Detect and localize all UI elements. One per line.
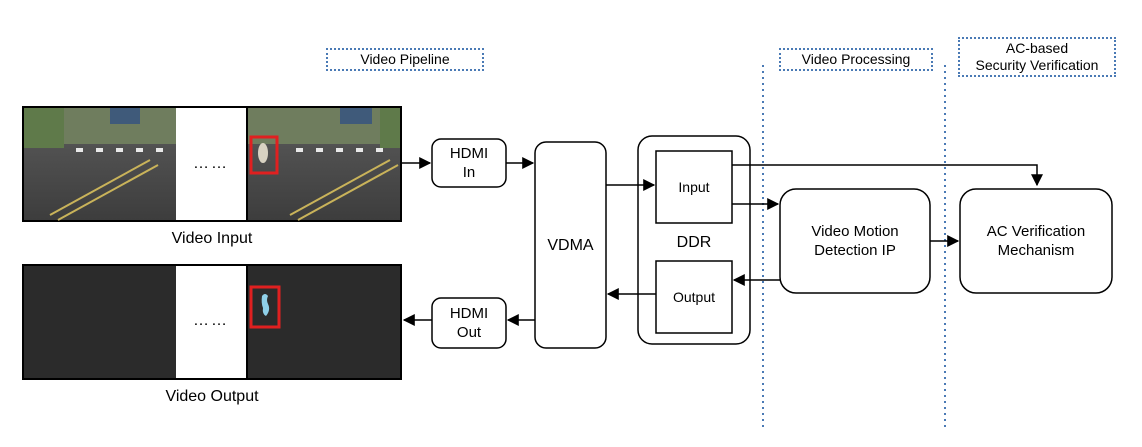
vmd-label-line1: Video Motion (811, 223, 899, 240)
section-title-ac-line1: AC-based (1005, 40, 1069, 56)
hdmi-in-label: HDMI In (432, 139, 506, 187)
video-output-frames (22, 264, 402, 380)
detected-object-mask (261, 294, 270, 316)
hdmi-out-label: HDMI Out (432, 298, 506, 348)
vmd-label: Video Motion Detection IP (780, 189, 930, 293)
input-frame-first (24, 108, 176, 221)
hdmi-out-block (431, 297, 507, 349)
section-title-video-pipeline: Video Pipeline (326, 48, 484, 71)
input-highlight-box (249, 135, 279, 175)
vdma-block (534, 141, 607, 349)
input-frame-last (248, 108, 400, 221)
ac-label-line1: AC Verification (986, 223, 1086, 240)
output-highlight-box (249, 285, 281, 329)
hdmi-in-label-line1: HDMI (449, 145, 489, 162)
video-output-caption: Video Output (165, 388, 259, 405)
ddr-label: DDR (676, 233, 712, 251)
section-title-video-processing: Video Processing (779, 48, 933, 71)
output-ellipsis: …… (193, 312, 229, 329)
hdmi-out-label-line2: Out (456, 324, 482, 341)
input-ellipsis: …… (193, 155, 229, 172)
video-input-caption: Video Input (171, 230, 253, 247)
ddr-input-buffer (655, 150, 733, 224)
hdmi-out-label-line1: HDMI (449, 305, 489, 322)
ac-label: AC Verification Mechanism (960, 189, 1112, 293)
hdmi-in-label-line2: In (462, 164, 476, 181)
ddr-input-label: Input (678, 178, 710, 195)
section-title-ac-security: AC-based Security Verification (958, 37, 1116, 77)
ac-verification-block (959, 188, 1113, 294)
arrow-ddr-input-to-ac (732, 164, 1043, 187)
vdma-label: VDMA (547, 236, 594, 254)
video-input-frames (22, 106, 402, 222)
ac-label-line2: Mechanism (997, 242, 1075, 259)
ddr-output-label: Output (672, 288, 716, 305)
section-title-ac-line2: Security Verification (975, 57, 1099, 73)
ddr-output-buffer (655, 260, 733, 334)
vmd-label-line2: Detection IP (814, 242, 896, 259)
